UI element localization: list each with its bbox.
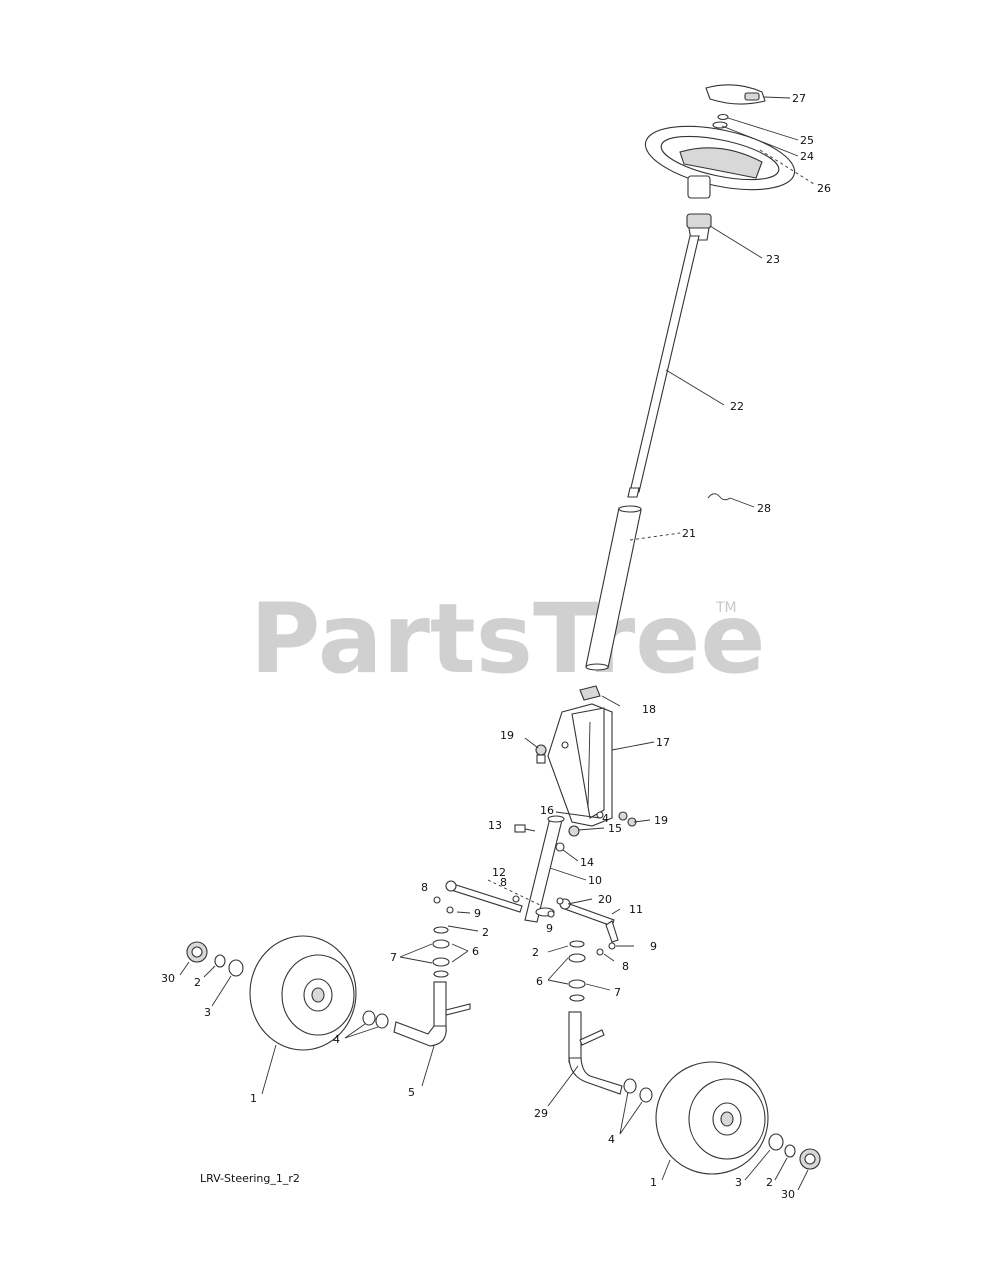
callout-29: 29 <box>534 1107 548 1120</box>
nut-15[interactable] <box>568 825 580 837</box>
washer-left-4[interactable] <box>362 1010 389 1029</box>
callout-22: 22 <box>730 400 744 413</box>
callout-9-right: 9 <box>650 940 657 953</box>
callout-8-left: 8 <box>421 881 428 894</box>
washer-right-2[interactable] <box>784 1144 796 1158</box>
callout-1-right: 1 <box>650 1176 657 1189</box>
callout-13: 13 <box>488 819 502 832</box>
steering-shaft[interactable] <box>627 235 700 498</box>
callout-17: 17 <box>656 736 670 749</box>
callout-4-top: 4 <box>602 812 609 825</box>
callout-9-left: 9 <box>474 907 481 920</box>
steering-tube[interactable] <box>585 505 642 671</box>
callout-27: 27 <box>792 92 806 105</box>
callout-3-right: 3 <box>735 1176 742 1189</box>
callout-30-right: 30 <box>781 1188 795 1201</box>
steering-nut[interactable] <box>712 113 729 129</box>
callout-4-right: 4 <box>608 1133 615 1146</box>
callout-2-left-wheel: 2 <box>194 976 201 989</box>
washer-14[interactable] <box>555 842 565 852</box>
bracket-bolt-right[interactable] <box>618 811 637 827</box>
washer-left-3[interactable] <box>228 959 244 977</box>
callout-6-left: 6 <box>472 945 479 958</box>
leader-lines <box>179 96 815 1191</box>
callout-8-right: 8 <box>622 960 629 973</box>
steering-adapter[interactable] <box>686 213 712 241</box>
spindle-right[interactable] <box>568 1011 623 1095</box>
callout-7-right: 7 <box>614 986 621 999</box>
callout-2-right-spindle: 2 <box>532 946 539 959</box>
callout-11: 11 <box>629 903 643 916</box>
callout-28-lower: 28 <box>757 502 771 515</box>
callout-10: 10 <box>588 874 602 887</box>
diagram-reference-code: LRV-Steering_1_r2 <box>200 1172 300 1185</box>
washer-right-4[interactable] <box>623 1078 653 1103</box>
spindle-right-bushings[interactable] <box>568 940 586 1002</box>
callout-8-center: 8 <box>500 876 507 889</box>
callout-19-right: 19 <box>654 814 668 827</box>
bolt-13[interactable] <box>514 824 536 833</box>
watermark-trademark: TM <box>715 600 737 616</box>
callout-7-left: 7 <box>390 951 397 964</box>
callout-9-center: 9 <box>546 922 553 935</box>
washer-left-2[interactable] <box>214 954 226 968</box>
callout-3-left: 3 <box>204 1006 211 1019</box>
washer-right-3[interactable] <box>768 1133 784 1151</box>
shaft-clip[interactable] <box>707 493 731 501</box>
steering-wheel[interactable] <box>640 115 800 201</box>
callout-2-left-spindle: 2 <box>482 926 489 939</box>
spindle-left-bushings[interactable] <box>432 926 450 978</box>
clip-hardware[interactable] <box>433 895 616 956</box>
hub-cap-left[interactable] <box>186 941 208 963</box>
callout-6-right: 6 <box>536 975 543 988</box>
callout-16: 16 <box>540 804 554 817</box>
callout-5: 5 <box>408 1086 415 1099</box>
spindle-left[interactable] <box>393 981 471 1047</box>
callout-30-left: 30 <box>161 972 175 985</box>
steering-bracket[interactable] <box>547 703 613 827</box>
hub-cap-right[interactable] <box>799 1148 821 1170</box>
callout-1-left: 1 <box>250 1092 257 1105</box>
callout-12: 12 <box>492 866 506 879</box>
callout-21: 21 <box>682 527 696 540</box>
callout-24: 24 <box>800 150 814 163</box>
callout-20: 20 <box>598 893 612 906</box>
watermark: PartsTree <box>250 583 765 695</box>
callout-labels: 27 25 24 26 23 22 28 21 18 19 17 19 16 4… <box>161 92 831 1201</box>
callout-15: 15 <box>608 822 622 835</box>
callout-28-top: 26 <box>817 182 831 195</box>
callout-23: 23 <box>766 253 780 266</box>
callout-18: 18 <box>642 703 656 716</box>
callout-2-right-wheel: 2 <box>766 1176 773 1189</box>
callout-14: 14 <box>580 856 594 869</box>
wheel-left[interactable] <box>249 935 357 1051</box>
tie-rod-left[interactable] <box>445 880 523 913</box>
bracket-bolt-left[interactable] <box>535 744 547 764</box>
callout-4-left: 4 <box>333 1033 340 1046</box>
callout-25: 25 <box>800 134 814 147</box>
tube-bushing[interactable] <box>579 685 601 701</box>
steering-column-arm[interactable] <box>524 815 565 923</box>
wheel-right[interactable] <box>655 1061 769 1175</box>
callout-19-left: 19 <box>500 729 514 742</box>
steering-cap[interactable] <box>705 84 766 105</box>
